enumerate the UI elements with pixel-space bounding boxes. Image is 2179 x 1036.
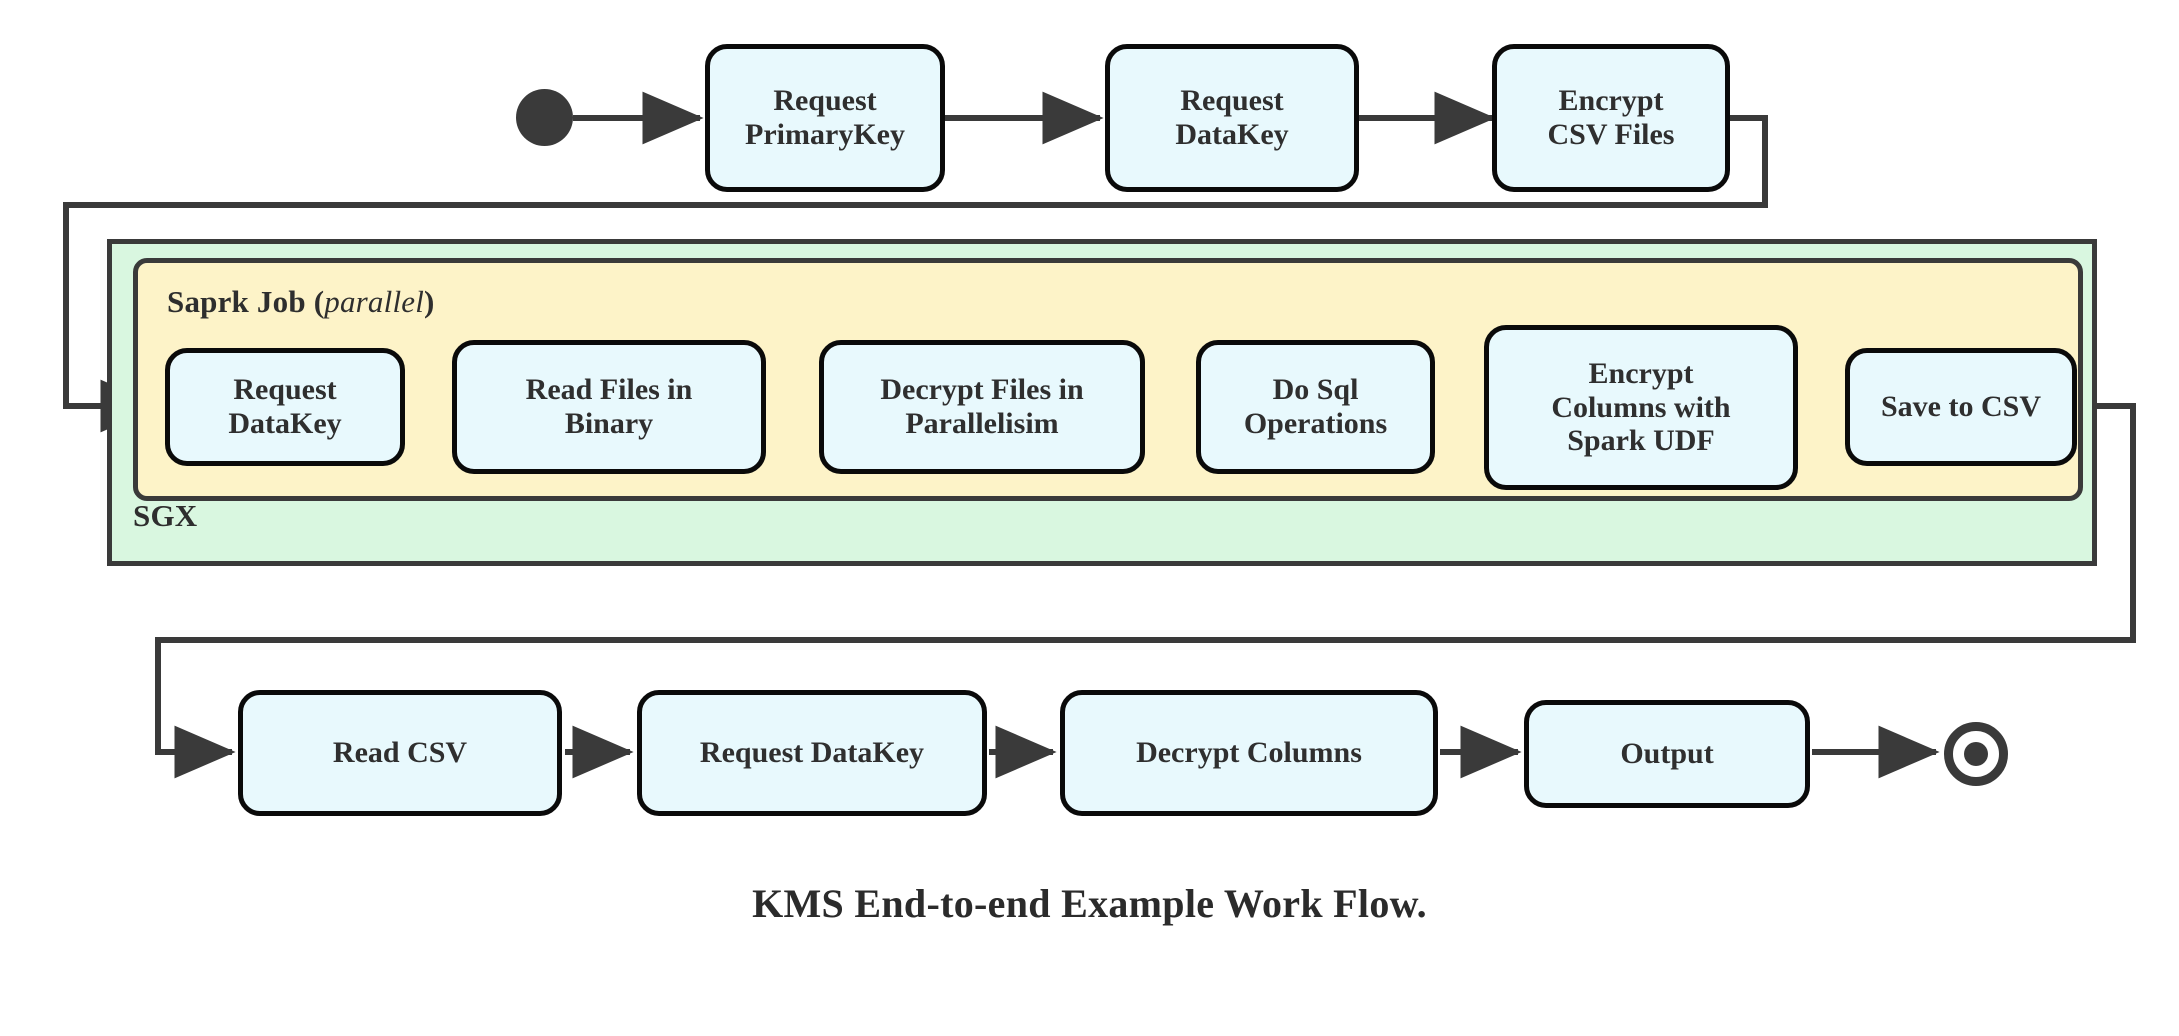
node-request-datakey-top[interactable]: Request DataKey <box>1105 44 1359 192</box>
node-output[interactable]: Output <box>1524 700 1810 808</box>
paren-close: ) <box>424 284 435 319</box>
node-line: Request <box>233 373 337 407</box>
node-line: Encrypt <box>1588 357 1694 391</box>
node-line: Columns with <box>1551 390 1731 424</box>
node-line: Operations <box>1243 407 1388 440</box>
node-line: DataKey <box>1175 118 1289 151</box>
final-state-inner-dot <box>1964 742 1988 766</box>
node-line: CSV Files <box>1547 118 1675 151</box>
figure-caption: KMS End-to-end Example Work Flow. <box>752 881 1427 926</box>
node-read-files-in-binary[interactable]: Read Files in Binary <box>452 340 766 474</box>
sgx-label: SGX <box>133 498 198 533</box>
node-line: Decrypt Columns <box>1136 736 1362 770</box>
spark-job-label-italic: parallel <box>324 284 425 319</box>
node-decrypt-files-in-parallelisim[interactable]: Decrypt Files in Parallelisim <box>819 340 1145 474</box>
node-line: Request DataKey <box>699 736 925 770</box>
spark-job-label: Saprk Job (parallel) <box>167 284 435 320</box>
node-line: Binary <box>564 407 654 440</box>
paren-open: ( <box>313 284 325 319</box>
node-line: Do Sql <box>1272 373 1359 407</box>
node-line: Spark UDF <box>1567 424 1715 458</box>
start-state-node <box>516 89 573 146</box>
node-decrypt-columns[interactable]: Decrypt Columns <box>1060 690 1438 816</box>
node-line: Read CSV <box>332 736 468 770</box>
spark-job-label-bold: Saprk Job <box>167 284 306 319</box>
node-line: Output <box>1620 737 1714 771</box>
node-request-datakey-spark[interactable]: Request DataKey <box>165 348 405 466</box>
node-line: PrimaryKey <box>745 118 905 151</box>
node-do-sql-operations[interactable]: Do Sql Operations <box>1196 340 1435 474</box>
final-state-node <box>1944 722 2008 786</box>
node-line: Parallelisim <box>905 407 1059 440</box>
node-save-to-csv[interactable]: Save to CSV <box>1845 348 2077 466</box>
node-encrypt-columns-with-spark-udf[interactable]: Encrypt Columns with Spark UDF <box>1484 325 1798 490</box>
node-line: DataKey <box>228 407 342 440</box>
node-line: Request <box>773 84 877 118</box>
node-encrypt-csv-files[interactable]: Encrypt CSV Files <box>1492 44 1730 192</box>
node-read-csv[interactable]: Read CSV <box>238 690 562 816</box>
node-line: Request <box>1180 84 1284 118</box>
node-line: Encrypt <box>1558 84 1664 118</box>
node-request-datakey-bottom[interactable]: Request DataKey <box>637 690 987 816</box>
node-line: Save to CSV <box>1880 390 2041 424</box>
node-line: Read Files in <box>525 373 693 407</box>
node-line: Decrypt Files in <box>880 373 1084 407</box>
node-request-primarykey[interactable]: Request PrimaryKey <box>705 44 945 192</box>
